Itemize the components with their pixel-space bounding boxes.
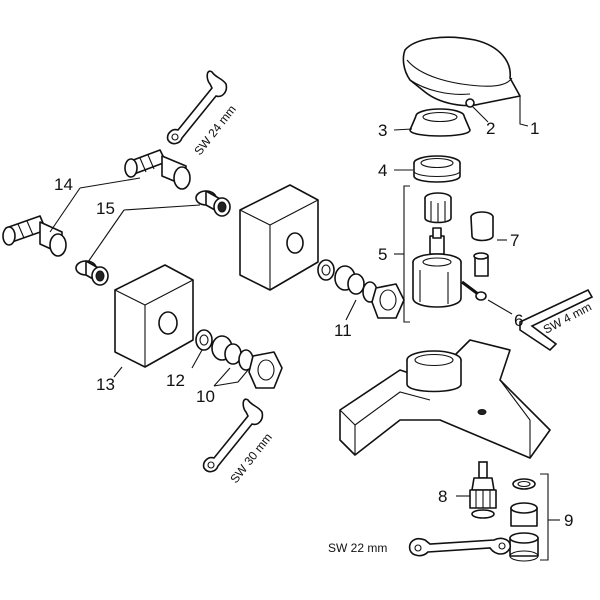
callout-2: 2 bbox=[486, 119, 495, 138]
callout-9: 9 bbox=[564, 511, 573, 530]
mixer-body-part[interactable] bbox=[339, 339, 551, 459]
tool-label-sw22: SW 22 mm bbox=[328, 541, 387, 555]
front-escutcheon-part[interactable] bbox=[114, 264, 194, 368]
cover-ring-part[interactable] bbox=[409, 108, 471, 137]
callout-4: 4 bbox=[378, 161, 387, 180]
callout-1: 1 bbox=[530, 119, 539, 138]
callout-6: 6 bbox=[514, 311, 523, 330]
callout-3: 3 bbox=[378, 121, 387, 140]
s-union-lower-part[interactable] bbox=[2, 215, 67, 257]
cartridge-nut-part[interactable] bbox=[424, 192, 452, 224]
aerator-part[interactable] bbox=[509, 478, 539, 562]
callout-15: 15 bbox=[96, 199, 115, 218]
callout-7: 7 bbox=[510, 231, 519, 250]
allen-key-icon bbox=[519, 288, 594, 352]
wrench-icon bbox=[166, 70, 228, 145]
callout-10: 10 bbox=[196, 387, 215, 406]
right-fittings-part[interactable] bbox=[317, 259, 405, 319]
nipple-upper-part[interactable] bbox=[195, 190, 231, 217]
callout-8: 8 bbox=[438, 487, 447, 506]
sleeve-ring-part[interactable] bbox=[413, 155, 461, 183]
rear-escutcheon-part[interactable] bbox=[239, 184, 319, 291]
screw-part[interactable] bbox=[461, 280, 487, 301]
handle-part[interactable] bbox=[402, 36, 521, 108]
callout-13: 13 bbox=[96, 375, 115, 394]
check-valve-part[interactable] bbox=[469, 461, 497, 519]
nipple-lower-part[interactable] bbox=[75, 260, 109, 286]
callout-14: 14 bbox=[54, 175, 73, 194]
callout-5: 5 bbox=[378, 245, 387, 264]
wrench-icon bbox=[408, 537, 512, 557]
callout-11: 11 bbox=[334, 321, 352, 340]
left-fittings-part[interactable] bbox=[195, 329, 283, 389]
s-union-upper-part[interactable] bbox=[124, 149, 191, 190]
cap-part[interactable] bbox=[470, 211, 494, 277]
callout-12: 12 bbox=[166, 371, 185, 390]
wrench-icon bbox=[202, 398, 264, 473]
cartridge-part[interactable] bbox=[412, 227, 462, 308]
